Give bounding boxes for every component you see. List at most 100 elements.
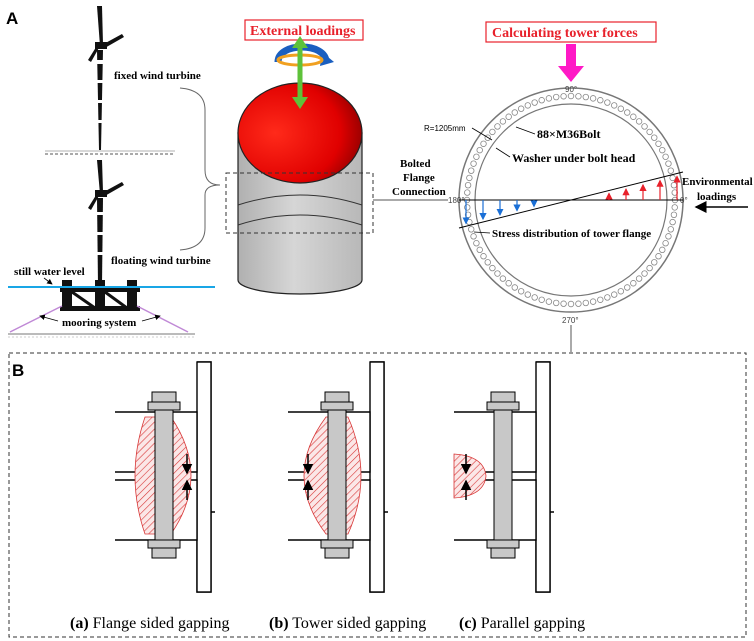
- bolts-label: 88×M36Bolt: [537, 127, 601, 141]
- joint-parallel: [453, 361, 554, 593]
- caption-b-tag: (b): [269, 615, 289, 632]
- washer: [147, 539, 181, 549]
- angle-270: 270°: [562, 316, 579, 325]
- bolt-hole: [476, 246, 483, 254]
- bolt-nut: [151, 547, 177, 559]
- bolt-hole: [464, 189, 471, 196]
- caption-a-tag: (a): [70, 615, 89, 632]
- bolt-hole: [499, 275, 507, 282]
- bolt-hole: [641, 123, 648, 130]
- bolt-hole: [489, 128, 496, 136]
- bolt-hole: [646, 264, 653, 272]
- bolt-hole: [597, 296, 604, 303]
- washer: [147, 401, 181, 411]
- floating-turbine-icon: [60, 160, 140, 311]
- bolt-shank: [327, 409, 347, 541]
- bolt-hole: [538, 296, 545, 303]
- external-loadings-label: External loadings: [250, 24, 356, 39]
- bolt-hole: [662, 240, 669, 247]
- tower-cylinder: [237, 82, 363, 295]
- bolt-hole: [651, 259, 658, 266]
- bolt-hole: [665, 233, 672, 240]
- stress-label: Stress distribution of tower flange: [492, 228, 651, 240]
- bolt-hole: [575, 300, 582, 307]
- bolt-hole: [466, 218, 473, 226]
- bolt-hole: [641, 270, 648, 277]
- bolt-hole: [567, 300, 575, 308]
- svg-text:(c) Parallel gapping: (c) Parallel gapping: [459, 615, 585, 632]
- panel-b-frame: [8, 352, 747, 638]
- bolt-hole: [611, 291, 618, 298]
- bolt-hole: [484, 259, 491, 266]
- bolt-hole: [630, 113, 637, 120]
- bolt-hole: [494, 123, 501, 130]
- bolt-hole: [545, 95, 553, 102]
- washer-pointer: [495, 147, 511, 158]
- bolt-hole: [671, 204, 678, 211]
- still-water-label: still water level: [14, 266, 85, 278]
- bolt-hole: [575, 93, 582, 100]
- bolt-hole: [524, 102, 531, 109]
- stress-pointer: [473, 231, 491, 234]
- calculating-label: Calculating tower forces: [492, 26, 638, 41]
- fixed-turbine-label: fixed wind turbine: [114, 70, 201, 82]
- caption-b: (b) Tower sided gapping: [269, 615, 426, 632]
- bolted-label-line3: Connection: [392, 186, 446, 198]
- bolt-hole: [655, 140, 662, 147]
- tower-wall: [535, 361, 551, 593]
- caption-c: (c) Parallel gapping: [459, 615, 585, 632]
- bolt-hole: [651, 134, 658, 141]
- washer-label: Washer under bolt head: [512, 151, 636, 165]
- bolt-hole: [630, 280, 637, 287]
- bolt-hole: [552, 299, 560, 307]
- water-pointer: [43, 277, 53, 285]
- bolt-hole: [646, 128, 653, 136]
- bolt-shank: [493, 409, 513, 541]
- magenta-arrow-icon: [558, 44, 584, 82]
- bolt-hole: [655, 253, 662, 260]
- tower-wall: [369, 361, 385, 593]
- fixed-turbine-icon: [45, 6, 175, 155]
- bolt-hole: [659, 246, 666, 254]
- bolt-hole: [611, 102, 618, 109]
- bolt-hole: [659, 146, 666, 154]
- bolt-hole: [582, 299, 590, 307]
- bolt-hole: [545, 298, 553, 305]
- bolt-hole: [665, 160, 672, 167]
- bolt-hole: [667, 167, 674, 174]
- turbine-bracket: [179, 87, 221, 251]
- caption-a: (a) Flange sided gapping: [70, 615, 230, 632]
- bolt-hole: [582, 93, 590, 101]
- caption-b-text: Tower sided gapping: [289, 615, 427, 632]
- mooring-label: mooring system: [62, 317, 136, 329]
- bolt-hole: [670, 211, 678, 219]
- svg-text:(b) Tower sided gapping: (b) Tower sided gapping: [269, 615, 426, 632]
- bolt-hole: [552, 93, 560, 101]
- bolt-hole: [473, 240, 480, 247]
- loading-arrows-icon: [274, 36, 334, 109]
- caption-c-tag: (c): [459, 615, 477, 632]
- bolt-hole: [560, 300, 567, 307]
- bolt-hole: [531, 294, 538, 301]
- bolt-hole: [464, 204, 471, 211]
- bolt-hole: [662, 153, 669, 160]
- bolt-hole: [466, 174, 473, 182]
- bolt-hole: [511, 284, 518, 291]
- bolt-hole: [468, 167, 475, 174]
- env-label-line2: loadings: [697, 191, 737, 203]
- bolt-hole: [538, 97, 545, 104]
- bolt-hole: [517, 105, 525, 112]
- caption-a-text: Flange sided gapping: [89, 615, 230, 632]
- bolt-hole: [567, 92, 575, 100]
- bolted-label-line1: Bolted: [400, 158, 431, 170]
- env-label-line1: Environmental: [682, 176, 753, 188]
- tower-wall: [196, 361, 212, 593]
- washer: [486, 401, 520, 411]
- bolt-hole: [531, 99, 538, 106]
- bolt-shank: [154, 409, 174, 541]
- bolt-hole: [468, 226, 475, 233]
- bolt-hole: [494, 270, 501, 277]
- bolt-hole: [464, 181, 472, 189]
- stress-distribution: [458, 171, 684, 229]
